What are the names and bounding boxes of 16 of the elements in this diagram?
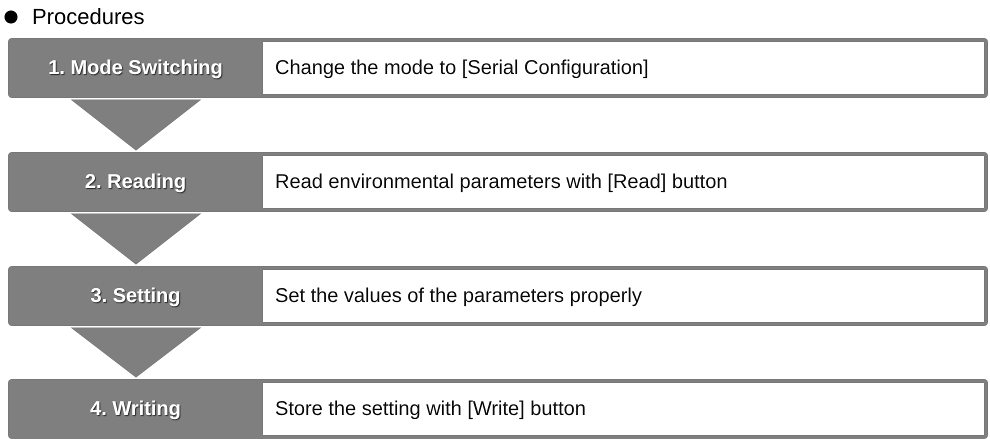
step-description: Store the setting with [Write] button (275, 397, 586, 422)
step-description: Set the values of the parameters properly (275, 284, 642, 309)
chevron-arrow (70, 328, 202, 378)
step-title: 3. Setting (89, 284, 182, 309)
step-description: Read environmental parameters with [Read] button (275, 170, 728, 195)
chevron-arrow (70, 214, 202, 265)
chevron-arrow (70, 100, 202, 151)
step-title: 4. Writing (89, 397, 182, 422)
description-box (263, 42, 984, 94)
description-box (263, 156, 984, 208)
step-description: Change the mode to [Serial Configuration] (275, 56, 649, 81)
title: Procedures (32, 3, 145, 31)
step-title: 2. Reading (84, 170, 188, 195)
description-box (263, 383, 984, 435)
step-title: 1. Mode Switching (47, 56, 224, 81)
description-box (263, 270, 984, 322)
